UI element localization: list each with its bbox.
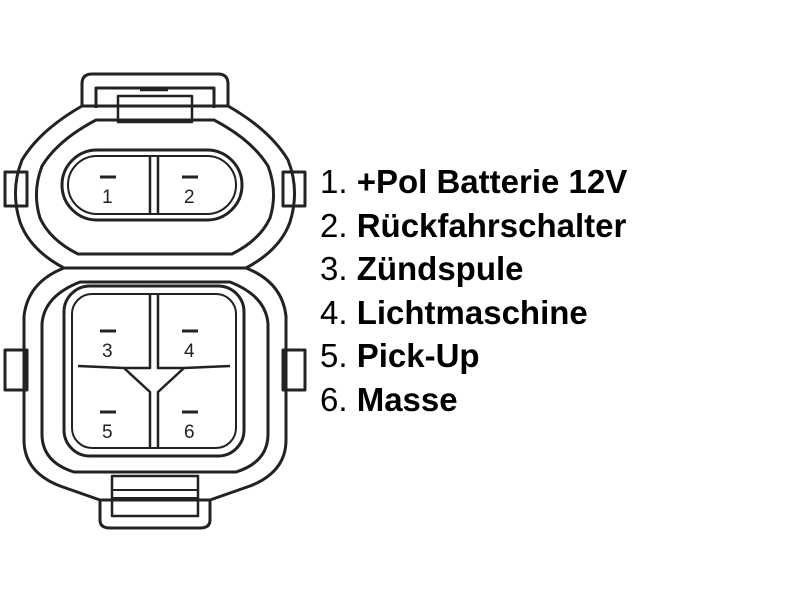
legend-text: Lichtmaschine — [356, 293, 588, 331]
legend-item-2: 2. Rückfahrschalter — [320, 204, 627, 248]
legend-number: 6. — [320, 380, 348, 418]
socket-upper-inner — [67, 155, 237, 215]
upper-left-lug — [3, 170, 29, 208]
legend-number: 4. — [320, 293, 348, 331]
legend-text: Zündspule — [356, 250, 524, 288]
legend-item-3: 3. Zündspule — [320, 247, 627, 291]
upper-housing-outer — [13, 104, 297, 270]
socket-lower-inner — [71, 293, 237, 449]
pin-label-4: 4 — [184, 341, 195, 362]
upper-housing-inner — [35, 118, 275, 256]
pin-label-3: 3 — [102, 341, 113, 362]
top-latch-window — [116, 94, 194, 124]
legend-item-1: 1. +Pol Batterie 12V — [320, 160, 627, 204]
legend-text: Rückfahrschalter — [356, 206, 627, 244]
pin-legend: 1. +Pol Batterie 12V 2. Rückfahrschalter… — [320, 160, 627, 422]
socket-lower — [62, 284, 246, 458]
legend-number: 5. — [320, 337, 348, 375]
legend-text: +Pol Batterie 12V — [356, 163, 628, 200]
bottom-latch — [98, 500, 212, 530]
connector-drawing: 1 2 3 4 5 6 — [3, 72, 307, 530]
legend-item-5: 5. Pick-Up — [320, 334, 627, 378]
pin-label-1: 1 — [102, 187, 113, 208]
legend-number: 3. — [320, 250, 348, 288]
legend-text: Pick-Up — [356, 337, 480, 375]
legend-item-6: 6. Masse — [320, 378, 627, 422]
top-latch — [80, 72, 230, 106]
lower-left-lug — [3, 348, 29, 392]
upper-right-lug — [281, 170, 307, 208]
socket-upper — [60, 148, 244, 222]
legend-number: 1. — [320, 163, 348, 200]
lower-right-lug — [281, 348, 307, 392]
lower-housing-inner — [40, 280, 270, 474]
legend-item-4: 4. Lichtmaschine — [320, 291, 627, 335]
pin-label-5: 5 — [102, 422, 113, 443]
top-latch-inner — [94, 86, 216, 108]
pin-label-2: 2 — [184, 187, 195, 208]
legend-number: 2. — [320, 206, 348, 244]
pin-label-6: 6 — [184, 422, 195, 443]
bottom-latch-window — [110, 474, 200, 518]
legend-text: Masse — [356, 380, 458, 418]
